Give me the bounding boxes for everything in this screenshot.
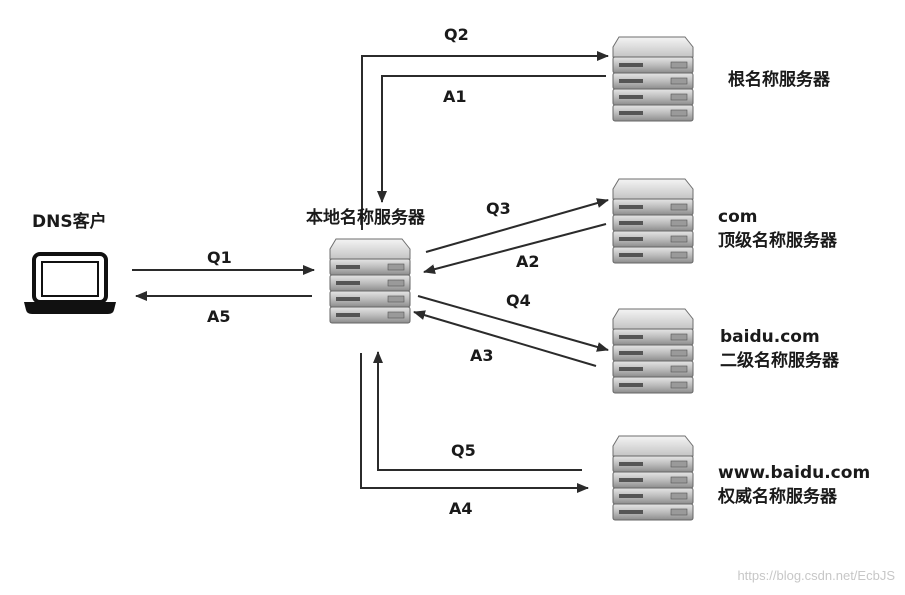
arrow-a1 bbox=[377, 75, 606, 203]
edge-label-a5: A5 bbox=[207, 307, 231, 326]
edge-label-q3: Q3 bbox=[486, 199, 511, 218]
www-server-icon bbox=[612, 435, 694, 521]
watermark-text: https://blog.csdn.net/EcbJS bbox=[737, 568, 895, 583]
www-server-domain: www.baidu.com bbox=[718, 463, 871, 483]
root-server-icon bbox=[612, 36, 694, 122]
baidu-server-icon bbox=[612, 308, 694, 394]
laptop-icon bbox=[24, 252, 116, 314]
arrow-q2 bbox=[361, 51, 609, 230]
edge-label-q1: Q1 bbox=[207, 248, 232, 267]
com-server-icon bbox=[612, 178, 694, 264]
arrow-q3 bbox=[425, 198, 609, 253]
arrow-q5 bbox=[373, 351, 582, 471]
arrow-a4 bbox=[360, 353, 589, 493]
edge-label-q4: Q4 bbox=[506, 291, 531, 310]
com-server-domain: com bbox=[718, 207, 758, 227]
edge-label-a3: A3 bbox=[470, 346, 494, 365]
edge-label-q2: Q2 bbox=[444, 25, 469, 44]
client-label: DNS客户 bbox=[32, 212, 107, 232]
arrow-q4 bbox=[417, 295, 609, 352]
root-server-label: 根名称服务器 bbox=[728, 70, 830, 90]
com-server-label: 顶级名称服务器 bbox=[718, 231, 837, 251]
arrow-a2 bbox=[423, 223, 607, 275]
edge-label-a4: A4 bbox=[449, 499, 473, 518]
baidu-server-domain: baidu.com bbox=[720, 327, 820, 347]
edge-label-q5: Q5 bbox=[451, 441, 476, 460]
edge-label-a2: A2 bbox=[516, 252, 540, 271]
www-server-label: 权威名称服务器 bbox=[718, 487, 837, 507]
baidu-server-label: 二级名称服务器 bbox=[720, 351, 839, 371]
local-server-label: 本地名称服务器 bbox=[306, 208, 425, 228]
arrow-a3 bbox=[413, 310, 597, 367]
local-server-icon bbox=[329, 238, 411, 324]
edge-label-a1: A1 bbox=[443, 87, 467, 106]
